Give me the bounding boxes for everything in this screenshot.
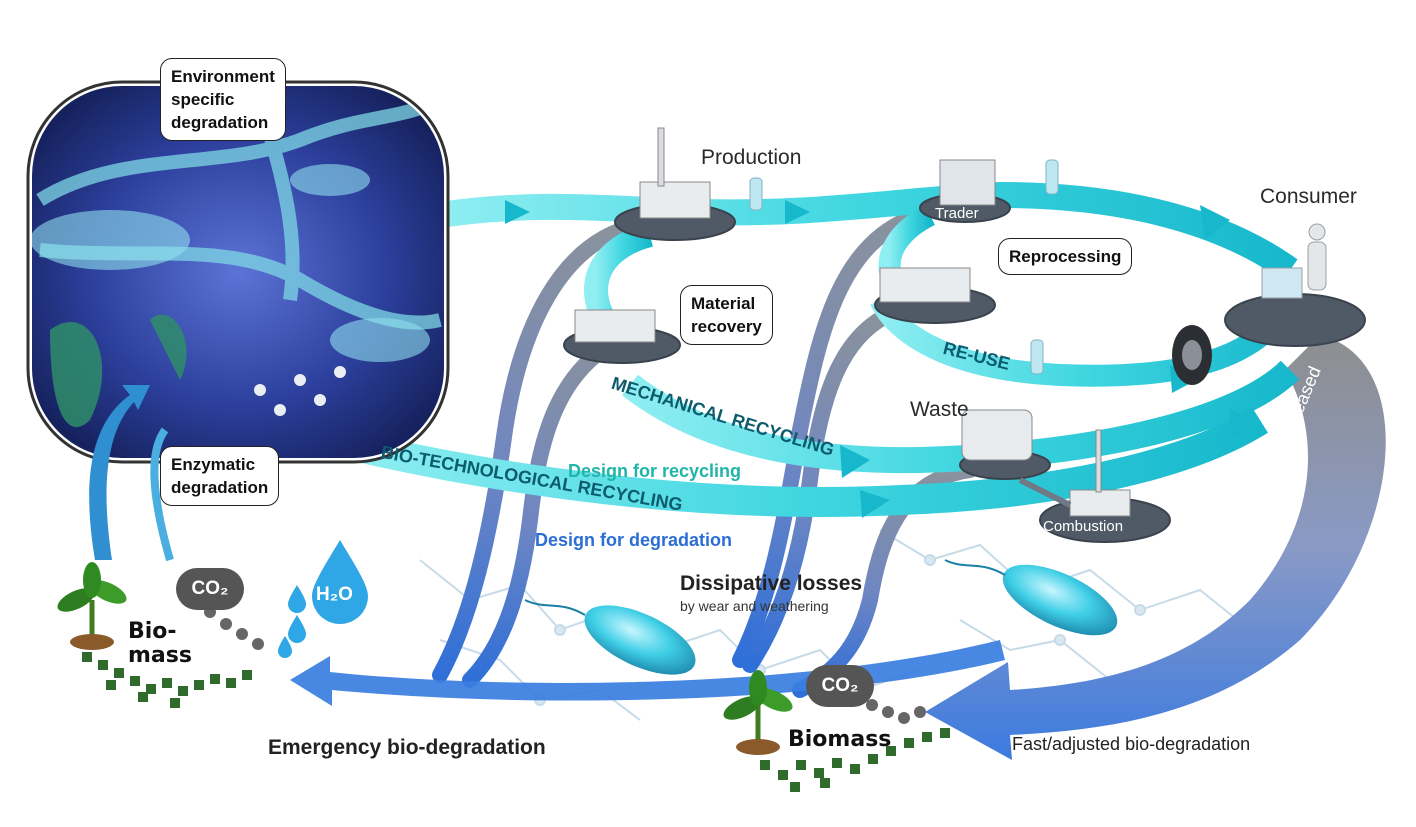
emergency-biodegradation-label: Emergency bio-degradation: [268, 736, 546, 759]
design-for-degradation-label: Design for degradation: [535, 530, 733, 550]
uptake-arrow-2: [150, 427, 174, 562]
biomass-particles-right: [760, 728, 950, 792]
waste-combustion-link: [1018, 477, 1072, 508]
biomass-right-label: Biomass: [788, 727, 892, 752]
fast-biodegradation-label: Fast/adjusted bio-degradation: [1012, 734, 1251, 754]
uptake-arrow: [89, 385, 150, 560]
tire: [1172, 325, 1212, 385]
environment-specific-degradation-label: Environment specific degradation: [160, 58, 286, 141]
biomass-particles-left: [82, 652, 252, 708]
material-recovery-label: Material recovery: [680, 285, 773, 345]
co2-right-cloud: CO₂: [806, 665, 874, 707]
h2o-label: H₂O: [316, 584, 353, 605]
reprocessing-label: Reprocessing: [998, 238, 1133, 275]
bacteria: [524, 559, 1118, 675]
enzymatic-degradation-label: Enzymatic degradation: [160, 446, 280, 506]
co2-left-cloud: CO₂: [176, 568, 244, 610]
waste-label: Waste: [910, 398, 969, 421]
plant-right: [723, 670, 793, 755]
gas-dots-right: [866, 699, 926, 724]
trader-label: Trader: [935, 205, 979, 222]
emergency-return-arrow: [290, 640, 1005, 706]
design-for-recycling-label: Design for recycling: [568, 461, 742, 481]
biomass-left-label: Bio- mass: [128, 619, 192, 668]
microscopic-view: [26, 80, 450, 464]
consumer-figure: [1261, 223, 1327, 299]
plant-left: [57, 562, 127, 650]
gas-dots-left: [204, 606, 264, 650]
dissipative-losses-label: Dissipative losses: [680, 572, 863, 595]
intentionally-released-arrow: [925, 335, 1386, 760]
production-label: Production: [701, 146, 802, 169]
bottles: [749, 159, 1059, 375]
buildings: [574, 127, 1131, 517]
water-drops: [278, 540, 368, 658]
dissipative-losses-sub: by wear and weathering: [680, 598, 829, 614]
combustion-label: Combustion: [1043, 518, 1124, 535]
consumer-label: Consumer: [1260, 185, 1357, 208]
